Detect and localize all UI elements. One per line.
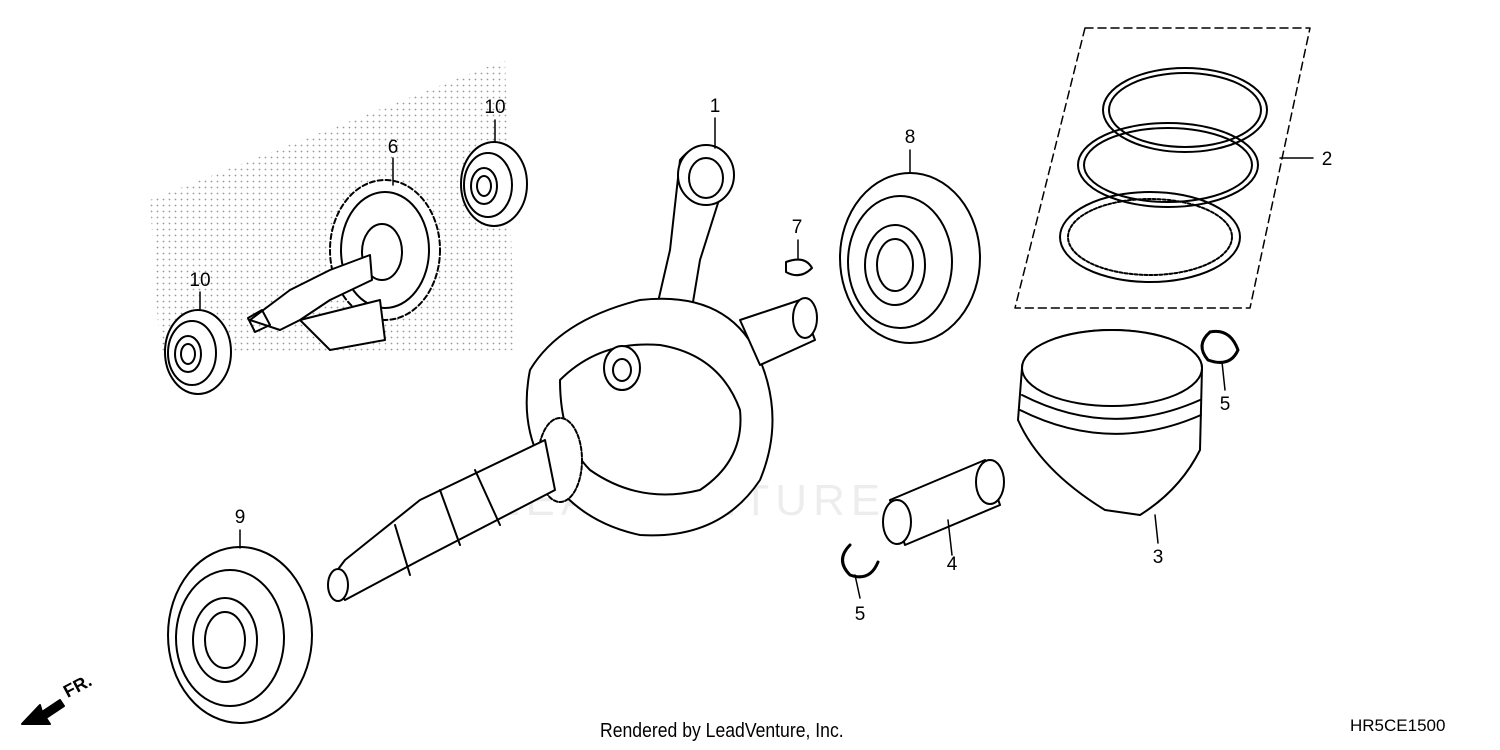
piston-pin-clip-5-right[interactable]: [1200, 329, 1240, 364]
callout-10-upper[interactable]: 10: [484, 97, 505, 118]
callout-4[interactable]: 4: [947, 554, 958, 575]
piston-pin-clip-5-left[interactable]: [841, 543, 880, 579]
callout-10-lower[interactable]: 10: [189, 270, 210, 291]
balancer-shaft-6[interactable]: [247, 179, 441, 351]
callout-2[interactable]: 2: [1322, 149, 1333, 170]
bearing-8[interactable]: [839, 172, 981, 344]
bearing-9[interactable]: [167, 546, 313, 724]
leader-lines: [199, 117, 1314, 599]
bearing-10-upper[interactable]: [460, 141, 528, 227]
callout-9[interactable]: 9: [235, 507, 246, 528]
footer-credit: Rendered by LeadVenture, Inc.: [600, 720, 844, 742]
callout-5-right[interactable]: 5: [1220, 394, 1231, 415]
callout-3[interactable]: 3: [1153, 547, 1164, 568]
callout-8[interactable]: 8: [905, 127, 916, 148]
callout-1[interactable]: 1: [710, 96, 721, 117]
piston-ring-set-2[interactable]: [1014, 27, 1311, 309]
piston-pin-4[interactable]: [882, 459, 1005, 546]
piston-3[interactable]: [1017, 329, 1203, 516]
woodruff-key-7[interactable]: [785, 258, 813, 277]
callout-6[interactable]: 6: [388, 137, 399, 158]
bearing-10-lower[interactable]: [164, 309, 232, 395]
diagram-code: HR5CE1500: [1350, 716, 1446, 735]
callout-7[interactable]: 7: [792, 217, 803, 238]
front-direction-arrow-icon: [21, 699, 65, 725]
callout-5-left[interactable]: 5: [855, 604, 866, 625]
crankshaft-assembly-1[interactable]: [327, 144, 818, 602]
